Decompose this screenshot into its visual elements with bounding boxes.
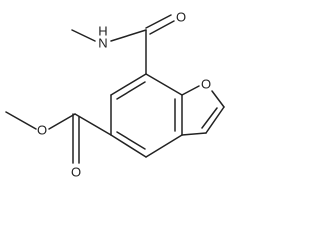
bond-methyl-n <box>71 29 96 42</box>
bond-carbonyl-o-double-a <box>145 14 172 29</box>
bond-c6-c7 <box>110 73 147 96</box>
bond-c3a-c4 <box>145 134 183 158</box>
bonds <box>5 14 225 164</box>
bond-o1-c2 <box>211 90 225 108</box>
bond-c4-c5-inner <box>116 131 146 150</box>
bond-n-carbonyl <box>110 29 147 42</box>
amide-n-label: N <box>98 36 107 51</box>
amide-h-label: H <box>98 24 107 39</box>
atom-labels: H N O O O O <box>37 10 211 180</box>
bond-o-methyl <box>5 111 37 130</box>
amide-o-label: O <box>176 10 186 25</box>
bond-c6-c7-inner <box>116 81 146 100</box>
bond-c2-c3 <box>205 106 225 134</box>
bond-c4-c5 <box>110 134 147 158</box>
bond-carbonyl-o-double-b <box>149 20 175 35</box>
ester-o-single-label: O <box>37 123 47 138</box>
bond-ester-c-o-single <box>48 113 76 130</box>
bond-c3-c3a <box>181 132 207 136</box>
bond-c2-c3-inner <box>201 107 218 129</box>
ester-o-double-label: O <box>71 165 81 180</box>
furan-o-label: O <box>201 77 211 92</box>
bond-c5-ester-c <box>74 113 112 136</box>
bond-c7a-o1 <box>181 85 200 96</box>
bond-c7-c7a <box>145 73 183 96</box>
chemical-structure-diagram: H N O O O O <box>5 10 225 180</box>
